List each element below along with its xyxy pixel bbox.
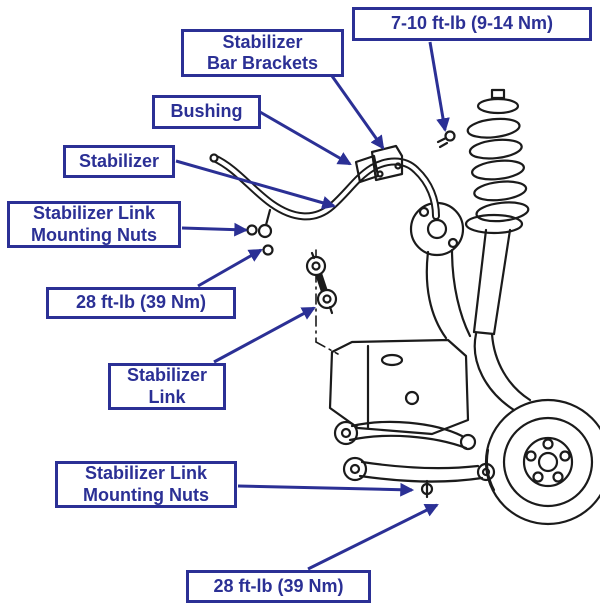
brake-rotor <box>484 398 600 526</box>
bar-end-nuts <box>242 208 274 256</box>
label-stabilizer-bar-brackets: Stabilizer Bar Brackets <box>181 29 344 77</box>
label-stabilizer-link: Stabilizer Link <box>108 363 226 410</box>
knuckle <box>425 248 532 412</box>
arrow-stabilizer-link <box>213 306 316 364</box>
lateral-arm-upper <box>333 420 477 451</box>
bracket-bolt <box>436 130 456 149</box>
lower-link-nut <box>420 479 434 499</box>
callout-arrows <box>175 41 450 571</box>
arrow-link-nuts-upper <box>181 222 249 237</box>
arrow-torque-lower <box>307 503 439 571</box>
label-torque-lower: 28 ft-lb (39 Nm) <box>186 570 371 603</box>
label-stabilizer-link-mounting-nuts-upper: Stabilizer Link Mounting Nuts <box>7 201 181 248</box>
strut-assembly <box>464 88 530 336</box>
arrow-torque-upper <box>197 248 263 288</box>
coil-spring <box>466 117 530 223</box>
bar-bracket <box>370 144 404 182</box>
label-bushing: Bushing <box>152 95 261 129</box>
arrow-torque-top <box>428 41 450 133</box>
suspension-illustration <box>209 88 600 526</box>
arrow-brackets <box>330 75 385 150</box>
label-stabilizer: Stabilizer <box>63 145 175 178</box>
subframe <box>328 338 470 436</box>
arrow-stabilizer <box>175 159 336 210</box>
stabilizer-bar <box>209 153 440 221</box>
arrow-bushing <box>259 110 352 166</box>
stabilizer-link-part <box>305 251 338 315</box>
label-torque-top: 7-10 ft-lb (9-14 Nm) <box>352 7 592 41</box>
lateral-arm-lower <box>342 456 496 483</box>
arrow-link-nuts-lower <box>237 482 415 497</box>
label-torque-upper: 28 ft-lb (39 Nm) <box>46 287 236 319</box>
label-stabilizer-link-mounting-nuts-lower: Stabilizer Link Mounting Nuts <box>55 461 237 508</box>
